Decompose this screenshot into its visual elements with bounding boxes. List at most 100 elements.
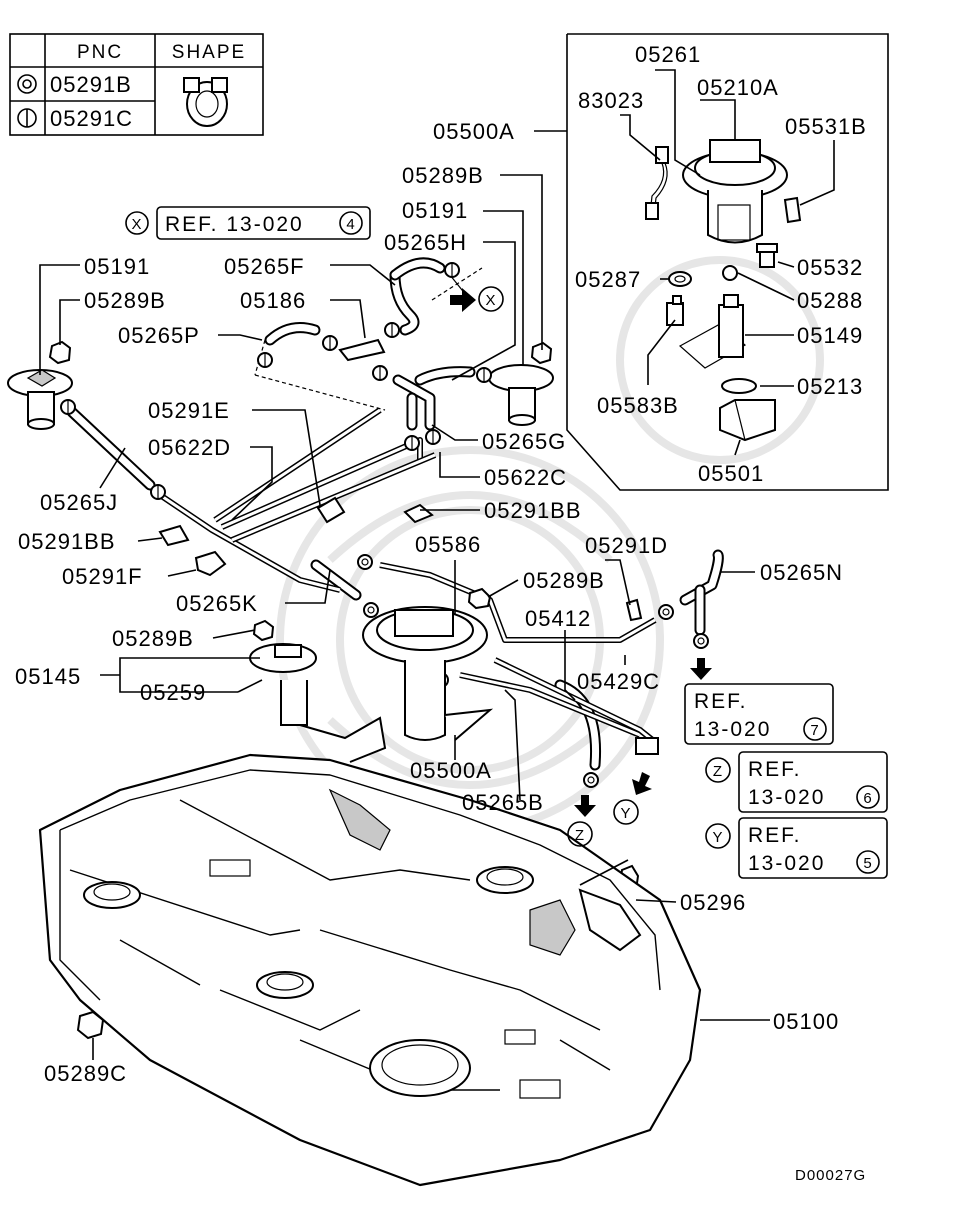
label-05149: 05149 (797, 323, 863, 348)
label-05265h: 05265H (384, 230, 467, 255)
pressure-regulator (756, 243, 778, 268)
label-05259: 05259 (140, 680, 206, 705)
diagram-code: D00027G (795, 1167, 866, 1184)
main-pump-assembly (362, 606, 494, 741)
label-05265f: 05265F (224, 254, 305, 279)
part-labels: 05261 05210A 83023 05531B 05500A 05289B … (15, 42, 867, 1184)
hose-clip-markers (60, 262, 709, 788)
ref-x-num: 4 (346, 216, 355, 233)
label-05622d: 05622D (148, 435, 231, 460)
label-05288: 05288 (797, 288, 863, 313)
filler-sender-right (488, 341, 554, 426)
svg-text:Y: Y (712, 829, 723, 846)
svg-text:Z: Z (575, 827, 585, 844)
label-05265j: 05265J (40, 490, 118, 515)
pump-module-box (534, 33, 889, 491)
fuel-pump (678, 294, 747, 369)
filler-sender-left (7, 340, 73, 430)
ref-box-x: REF. 13-020 4 (156, 206, 371, 240)
svg-text:Y: Y (620, 805, 631, 822)
label-05145: 05145 (15, 664, 81, 689)
label-05291e: 05291E (148, 398, 230, 423)
label-05191-2: 05191 (84, 254, 150, 279)
label-05265n: 05265N (760, 560, 843, 585)
svg-text:X: X (131, 216, 142, 233)
direction-arrows (450, 288, 712, 817)
label-05287: 05287 (575, 267, 641, 292)
svg-text:REF.: REF. (694, 690, 748, 713)
pump-connector (666, 295, 684, 326)
label-05261: 05261 (635, 42, 701, 67)
fuel-gauge-unit (249, 643, 387, 763)
label-05291f: 05291F (62, 564, 143, 589)
svg-text:13-020: 13-020 (748, 852, 825, 875)
strainer-ring (721, 378, 757, 394)
pump-bracket (719, 399, 776, 442)
legend-header-pnc: PNC (77, 42, 123, 63)
label-05265k: 05265K (176, 591, 258, 616)
o-ring (668, 271, 692, 287)
fuel-tank (38, 753, 702, 1187)
hose-clamp-shape-icon (183, 77, 228, 127)
label-05291bb-2: 05291BB (18, 529, 116, 554)
label-05210a: 05210A (697, 75, 779, 100)
label-83023: 83023 (578, 88, 644, 113)
svg-text:6: 6 (863, 790, 872, 807)
label-05265b: 05265B (462, 790, 544, 815)
label-05531b: 05531B (785, 114, 867, 139)
label-05265g: 05265G (482, 429, 566, 454)
legend-table: PNC SHAPE 05291B 05291C (9, 33, 264, 136)
arrow-to-x-icon (450, 288, 476, 312)
legend-pnc-05291b: 05291B (50, 72, 132, 97)
label-05191-1: 05191 (402, 198, 468, 223)
ref-box-7: REF. 13-020 7 (684, 683, 834, 745)
svg-text:7: 7 (810, 722, 819, 739)
label-05100: 05100 (773, 1009, 839, 1034)
svg-text:Z: Z (713, 763, 723, 780)
double-circle-clip-icon (17, 74, 37, 94)
arrow-to-ref7-icon (690, 658, 712, 680)
ref-box-y: Y REF. 13-020 5 (705, 817, 888, 879)
svg-text:13-020: 13-020 (694, 718, 771, 741)
tag-y-arrow-icon: Y (613, 799, 639, 825)
legend-pnc-05291c: 05291C (50, 106, 133, 131)
svg-text:REF.: REF. (748, 758, 802, 781)
label-05265p: 05265P (118, 323, 200, 348)
label-05289b-3: 05289B (523, 568, 605, 593)
circle-bar-clip-icon (17, 108, 37, 128)
label-05500a-mid: 05500A (410, 758, 492, 783)
tag-z-arrow-icon: Z (567, 821, 593, 847)
svg-text:5: 5 (863, 855, 872, 872)
svg-text:13-020: 13-020 (748, 786, 825, 809)
label-05583b: 05583B (597, 393, 679, 418)
label-05500a-top: 05500A (433, 119, 515, 144)
label-05213: 05213 (797, 374, 863, 399)
svg-text:REF.: REF. (748, 824, 802, 847)
retainer-clip (783, 196, 802, 224)
svg-text:X: X (485, 292, 496, 309)
tag-x-top-icon: X (125, 211, 149, 235)
leader-lines (39, 69, 835, 1060)
label-05622c: 05622C (484, 465, 567, 490)
tag-x-arrow-icon: X (478, 286, 504, 312)
label-05289b-4: 05289B (112, 626, 194, 651)
label-05289c: 05289C (44, 1061, 127, 1086)
pump-module-flange (682, 139, 788, 244)
ref-box-z: Z REF. 13-020 6 (705, 751, 888, 813)
label-05429c: 05429C (577, 669, 660, 694)
ref-x-text: REF. 13-020 (165, 213, 304, 236)
label-05296: 05296 (680, 890, 746, 915)
arrow-to-z-icon (574, 795, 596, 817)
label-05289b-1: 05289B (402, 163, 484, 188)
arrow-to-y-icon (632, 772, 652, 795)
label-05501: 05501 (698, 461, 764, 486)
label-05291d: 05291D (585, 533, 668, 558)
legend-header-shape: SHAPE (172, 42, 246, 63)
filter-cap (722, 265, 738, 281)
wire-harness (645, 146, 669, 220)
label-05186: 05186 (240, 288, 306, 313)
label-05289b-2: 05289B (84, 288, 166, 313)
label-05532: 05532 (797, 255, 863, 280)
label-05291bb-1: 05291BB (484, 498, 582, 523)
